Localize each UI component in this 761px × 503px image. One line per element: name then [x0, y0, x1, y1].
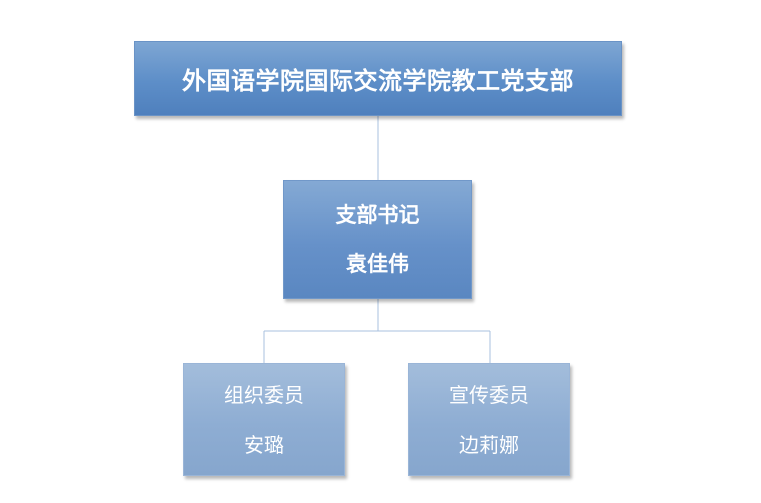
organization-member-name: 安璐 [244, 432, 284, 457]
publicity-member-name: 边莉娜 [459, 432, 519, 457]
root-node-title: 外国语学院国际交流学院教工党支部 [182, 67, 574, 95]
publicity-member-node: 宣传委员 边莉娜 [408, 363, 570, 476]
secretary-node: 支部书记 袁佳伟 [283, 180, 472, 299]
root-node-party-branch: 外国语学院国际交流学院教工党支部 [134, 41, 622, 116]
secretary-role: 支部书记 [335, 202, 420, 227]
organization-member-role: 组织委员 [224, 382, 304, 407]
publicity-member-role: 宣传委员 [449, 382, 529, 407]
secretary-name: 袁佳伟 [346, 251, 409, 276]
organization-member-node: 组织委员 安璐 [183, 363, 345, 476]
